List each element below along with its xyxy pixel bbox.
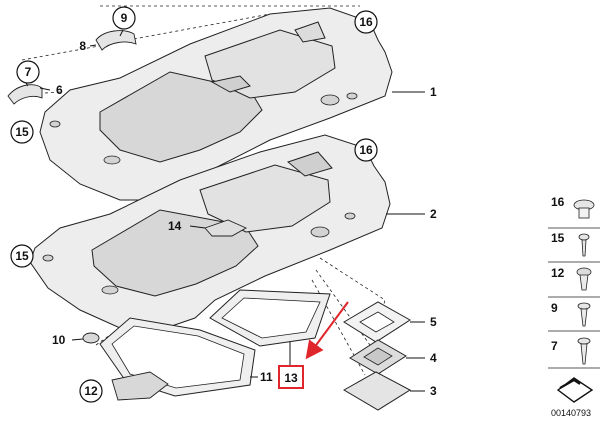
legend-item-12: 12 [551,266,592,291]
svg-text:3: 3 [430,384,437,398]
legend-item-9: 9 [551,301,591,327]
svg-text:12: 12 [551,266,565,280]
svg-text:10: 10 [52,333,66,347]
legend-symbol [556,377,594,403]
svg-text:5: 5 [430,315,437,329]
callout-11: 11 [260,370,273,384]
svg-text:8: 8 [79,39,86,53]
legend-item-7: 7 [551,337,591,365]
callout-15-top: 15 [10,120,34,144]
callout-12: 12 [79,379,103,403]
svg-text:16: 16 [551,195,565,209]
svg-text:16: 16 [359,15,373,29]
fastener-legend: 16 15 12 9 7 00140793 [548,195,600,418]
callout-7: 7 [16,60,40,84]
clip-part-8 [95,30,137,51]
svg-text:2: 2 [430,207,437,221]
housing-part-3 [342,371,412,411]
svg-text:15: 15 [15,249,29,263]
callout-4: 4 [430,351,437,365]
callout-10: 10 [52,333,66,347]
callout-15-middle: 15 [10,244,34,268]
callout-14: 14 [168,219,182,233]
grip-part-14 [204,219,247,237]
svg-text:16: 16 [359,143,373,157]
legend-item-16: 16 [551,195,595,219]
bezel-part-4 [349,339,407,375]
svg-text:9: 9 [551,301,558,315]
callout-3: 3 [430,384,437,398]
svg-text:7: 7 [551,339,558,353]
svg-text:4: 4 [430,351,437,365]
callout-5: 5 [430,315,437,329]
highlight-arrow [305,301,349,360]
callout-8: 8 [79,39,86,53]
gasket-part-5 [343,301,411,343]
legend-item-15: 15 [551,231,590,257]
callout-2: 2 [430,207,437,221]
frame-part-13 [209,289,331,347]
svg-text:14: 14 [168,219,182,233]
headliner-upper [39,7,393,201]
clip-part-6 [7,84,43,105]
callout-16-top: 16 [354,10,378,34]
callout-13: 13 [278,365,304,389]
plug-part-10 [82,332,100,344]
callout-6: 6 [56,83,63,97]
callout-9: 9 [112,6,136,30]
svg-text:12: 12 [84,384,98,398]
drawing-number: 00140793 [551,408,591,418]
svg-text:13: 13 [284,371,298,385]
svg-text:7: 7 [25,65,32,79]
svg-text:15: 15 [551,231,565,245]
svg-text:6: 6 [56,83,63,97]
svg-text:15: 15 [15,125,29,139]
callout-1: 1 [430,85,437,99]
housing-part-12 [111,371,169,401]
svg-text:9: 9 [121,11,128,25]
svg-text:1: 1 [430,85,437,99]
svg-text:11: 11 [260,370,273,384]
leader-lines [23,29,425,392]
callout-16-middle: 16 [354,138,378,162]
